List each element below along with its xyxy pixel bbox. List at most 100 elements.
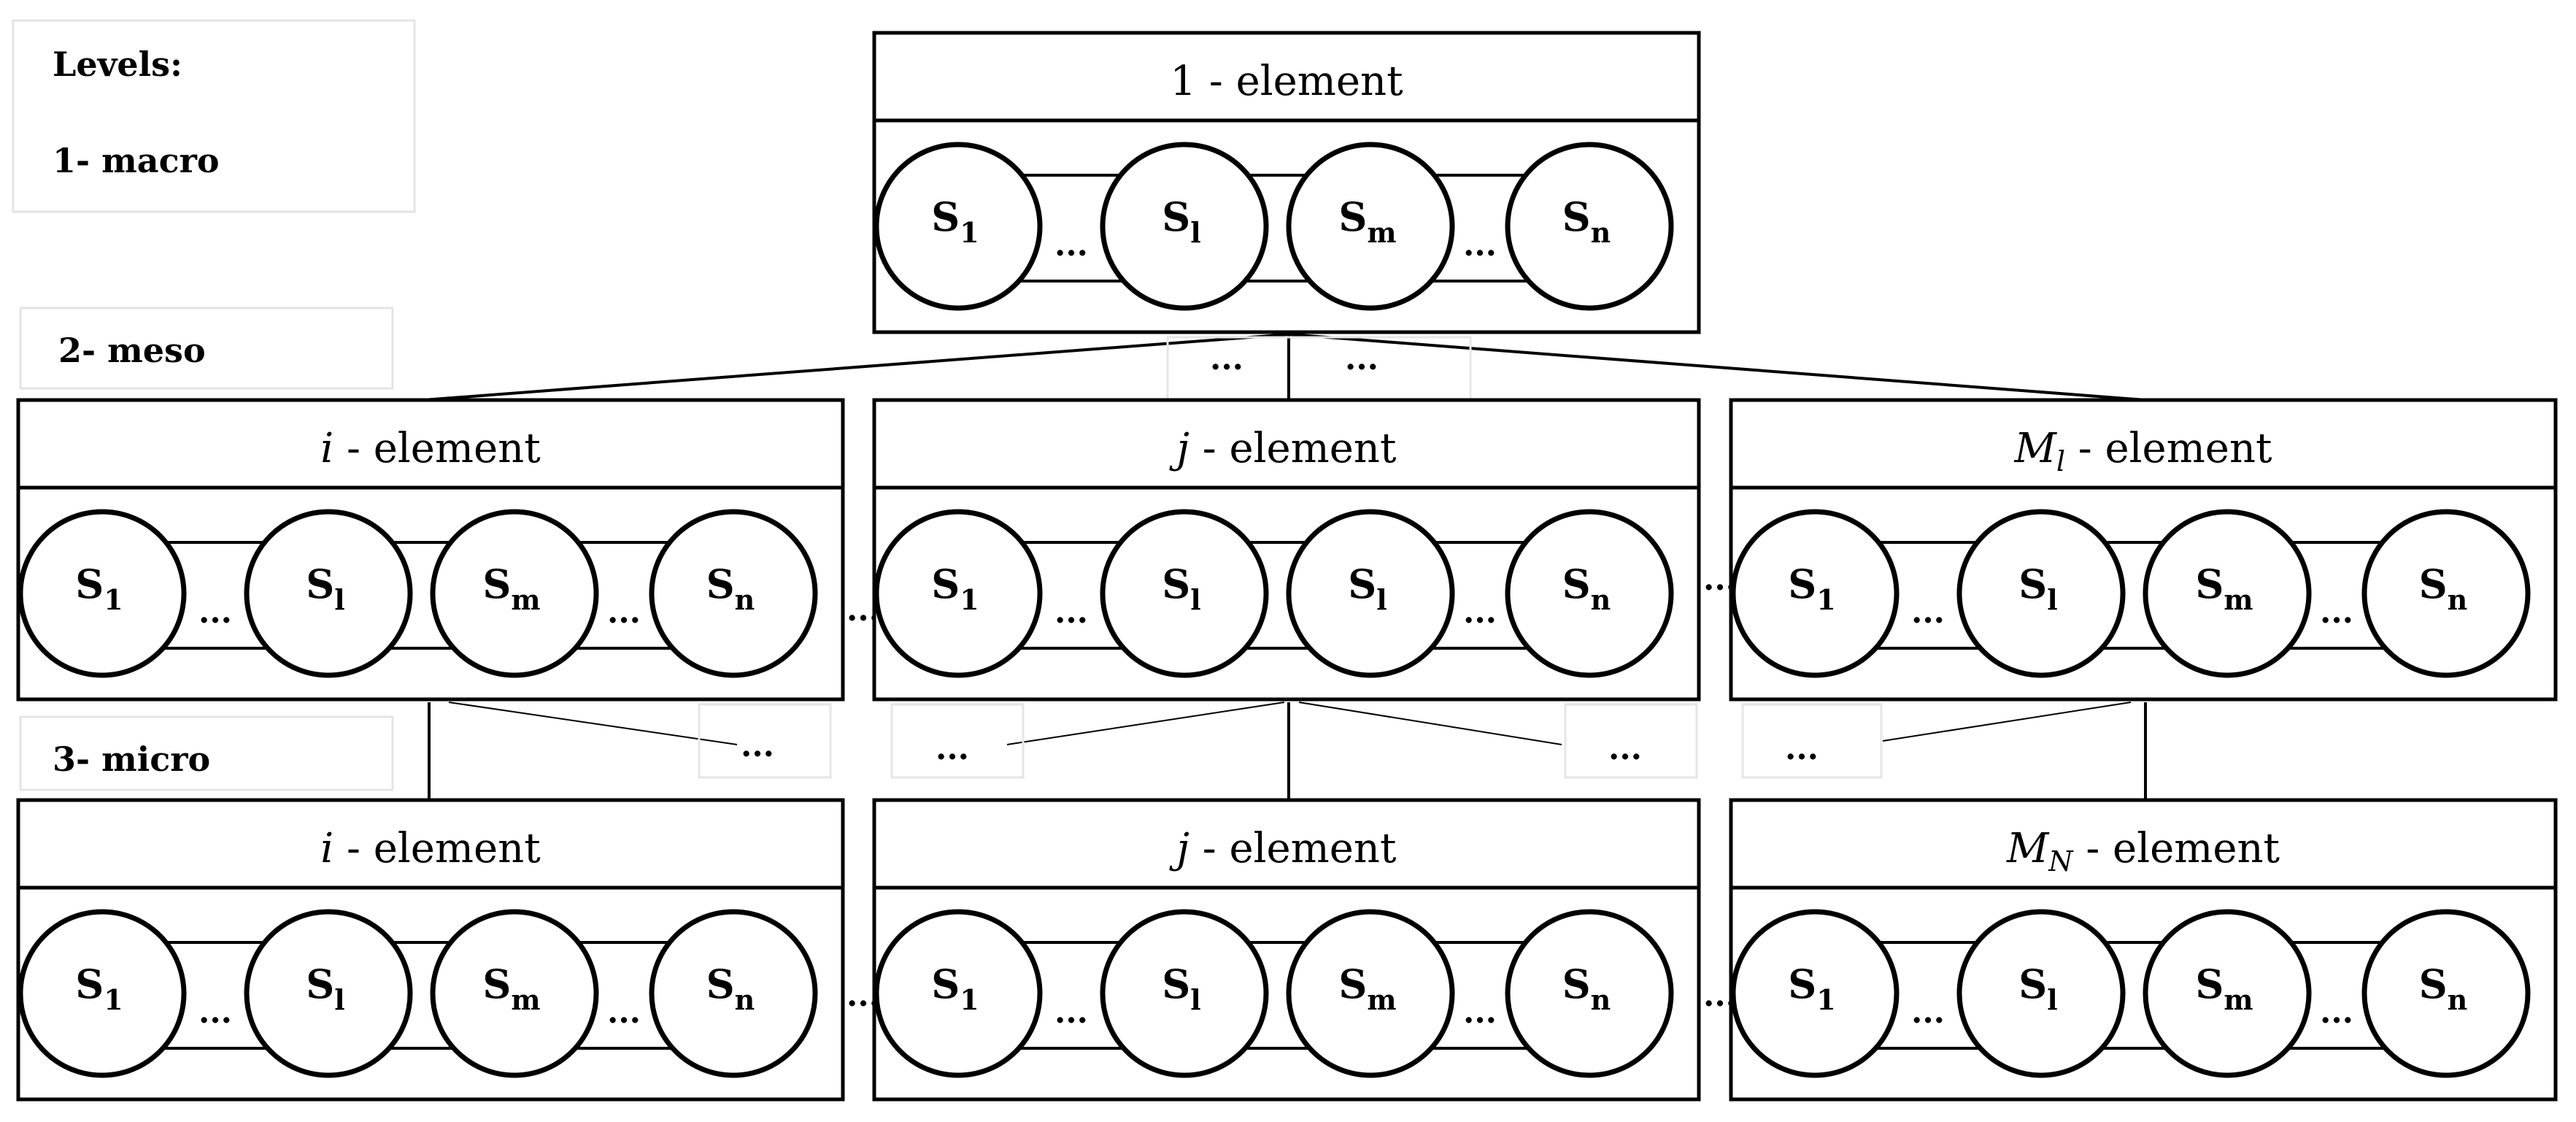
micro-block-3-state: Sn [2361, 909, 2531, 1078]
meso-block-1-state-subscript: n [735, 583, 755, 616]
macro-block-inner-ellipsis: ... [1463, 226, 1497, 264]
meso-block-2-state-circle [1286, 509, 1455, 678]
meso-block-2-state-circle [874, 509, 1043, 678]
level-label-frames [12, 19, 416, 791]
micro-block-1-state: S1 [18, 909, 187, 1078]
micro-block-1-inner-ellipsis: ... [198, 994, 232, 1031]
meso-block-1-state-subscript: l [334, 583, 344, 616]
meso-block-3-inner-ellipsis: ... [2320, 593, 2353, 631]
meso-block-3-state-circle [2143, 509, 2312, 678]
meso-block-1-inner-ellipsis: ... [198, 593, 232, 631]
meso-block-3-state-circle [1956, 509, 2126, 678]
micro-block-3-inner-ellipsis: ... [1911, 994, 1945, 1031]
meso-block-2-inner-ellipsis: ... [1054, 593, 1088, 631]
meso-block-3-title-subscript: l [2056, 445, 2065, 477]
meso-m-branch-connector [1882, 702, 2132, 742]
meso-block-1-state: Sn [649, 509, 818, 678]
meso-block-1-state-circle [430, 509, 599, 678]
micro-block-2-state-subscript: m [1367, 983, 1396, 1016]
macro-block-state-circle [1286, 142, 1455, 311]
macro-block-state-subscript: 1 [960, 216, 979, 249]
meso-block-1-inner-ellipsis: ... [607, 593, 641, 631]
micro-block-1-title-variable: i [320, 825, 333, 872]
micro-block-3-title-subscript: N [2048, 845, 2074, 877]
meso-block-1-state-circle [649, 509, 818, 678]
micro-block-2-state-label: S1 [931, 961, 979, 1016]
meso-block-3-title-suffix: - element [2065, 425, 2272, 472]
micro-block-3-state-circle [2361, 909, 2531, 1078]
meso-block-2-state: Sn [1505, 509, 1674, 678]
meso-block-1-state-circle [18, 509, 187, 678]
meso-micro-ellipsis-3: ... [1608, 730, 1642, 767]
micro-block-3-state-circle [1730, 909, 1900, 1078]
micro-block-2-state: Sl [1100, 909, 1269, 1078]
meso-j-right-branch-connector [1298, 702, 1562, 745]
meso-block-1-state: S1 [18, 509, 187, 678]
meso-block-3-state-subscript: m [2224, 583, 2253, 616]
micro-block-3-inner-ellipsis: ... [2320, 994, 2353, 1031]
meso-micro-ellipsis-1: ... [741, 727, 774, 764]
meso-block-2-state-subscript: n [1591, 583, 1611, 616]
micro-block-3-state-subscript: n [2448, 983, 2468, 1016]
macro-to-meso-left-connector [423, 333, 1289, 401]
micro-block-2-state-circle [874, 909, 1043, 1078]
meso-block-3-state: Sl [1956, 509, 2126, 678]
meso-block-2-state-subscript: l [1190, 583, 1200, 616]
macro-block-state: Sm [1286, 142, 1455, 311]
levels-legend: Levels: 1- macro 2- meso 3- micro [53, 45, 220, 779]
micro-block-3-title-suffix: - element [2073, 825, 2280, 872]
meso-block-1-title: i - element [320, 425, 541, 472]
micro-block-3-state: Sm [2143, 909, 2312, 1078]
micro-block-1-state-subscript: 1 [104, 983, 123, 1016]
meso-block-1-state: Sm [430, 509, 599, 678]
meso-block-1-state-subscript: 1 [104, 583, 123, 616]
micro-block-3-title-variable: M [2006, 825, 2050, 872]
meso-block-2-state: S1 [874, 509, 1043, 678]
micro-block-2-state-subscript: l [1190, 983, 1200, 1016]
micro-block-1-state: Sl [244, 909, 413, 1078]
levels-heading: Levels: [53, 45, 182, 84]
meso-block-3-inner-ellipsis: ... [1911, 593, 1945, 631]
macro-block-title: 1 - element [1170, 58, 1403, 105]
micro-block-3-state: Sl [1956, 909, 2126, 1078]
macro-meso-ellipsis-left: ... [1210, 340, 1243, 377]
meso-block-2-state-subscript: l [1376, 583, 1387, 616]
micro-block-1-state-circle [430, 909, 599, 1078]
meso-block-2-state: Sl [1100, 509, 1269, 678]
macro-block-state-subscript: l [1190, 216, 1200, 249]
micro-block-1-state-subscript: m [511, 983, 540, 1016]
meso-block-3-state-circle [2361, 509, 2531, 678]
meso-micro-ellipsis-2: ... [936, 730, 969, 767]
level-micro-label: 3- micro [53, 739, 210, 779]
meso-block-2-state-circle [1505, 509, 1674, 678]
micro-block-1-state: Sm [430, 909, 599, 1078]
meso-micro-ellipsis-4: ... [1785, 730, 1819, 767]
meso-block-1-state-subscript: m [511, 583, 540, 616]
meso-block-3-state: Sm [2143, 509, 2312, 678]
meso-j-left-branch-connector [1006, 702, 1285, 745]
meso-block-1-state: Sl [244, 509, 413, 678]
meso-i-branch-connector [448, 702, 738, 745]
meso-block-3-state-subscript: n [2448, 583, 2468, 616]
connector-ellipses: ... ... ... ... ... ... [741, 340, 1819, 767]
macro-block-state-circle [1100, 142, 1269, 311]
micro-block-2-title: j - element [1169, 825, 1397, 872]
micro-block-3-state-subscript: m [2224, 983, 2253, 1016]
micro-block-2-state-circle [1505, 909, 1674, 1078]
micro-block-2-state-circle [1286, 909, 1455, 1078]
level-meso-label: 2- meso [58, 331, 206, 370]
micro-block-3-state-subscript: l [2047, 983, 2057, 1016]
macro-meso-ellipsis-right: ... [1345, 340, 1378, 377]
micro-block-1-state-circle [18, 909, 187, 1078]
micro-block-3-state-circle [2143, 909, 2312, 1078]
meso-block-3-state: S1 [1730, 509, 1900, 678]
micro-block-1-state-circle [244, 909, 413, 1078]
macro-block-state-circle [1505, 142, 1674, 311]
